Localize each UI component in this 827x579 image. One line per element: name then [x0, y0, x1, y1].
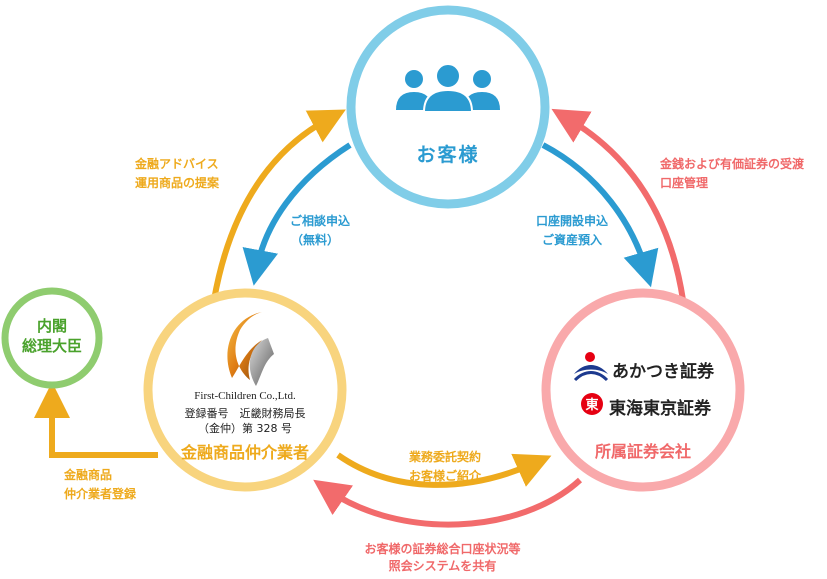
svg-text:東: 東 — [585, 397, 598, 413]
tokai-tokyo-logo-icon: 東 — [581, 393, 603, 415]
sharing-label-line2: 照会システムを共有 — [388, 559, 497, 573]
securities-title: 所属証券会社 — [594, 442, 691, 461]
akatsuki-brand-name: あかつき証券 — [612, 362, 714, 382]
account-arrow — [541, 142, 659, 288]
cabinet-circle — [1, 287, 103, 389]
custody-label-line2: 口座管理 — [660, 176, 709, 190]
customer-title: お客様 — [416, 144, 480, 166]
registration-arrow — [34, 382, 158, 458]
broker-registration-line1: 登録番号 近畿財務局長 — [184, 407, 306, 420]
broker-company-name: First-Children Co.,Ltd. — [194, 390, 296, 402]
outsourcing-label-line2: お客様ご紹介 — [408, 469, 481, 483]
consult-label-line2: （無料） — [290, 233, 339, 247]
broker-title: 金融商品仲介業者 — [180, 443, 309, 462]
securities-circle — [541, 288, 745, 492]
registration-label-line1: 金融商品 — [64, 468, 113, 482]
sharing-label-line1: お客様の証券総合口座状況等 — [364, 542, 521, 556]
broker-circle — [143, 288, 347, 492]
customers-icon — [396, 63, 500, 113]
cabinet-label-line2: 総理大臣 — [21, 337, 82, 355]
first-children-logo-icon — [227, 312, 274, 386]
consult-arrow — [242, 142, 352, 286]
custody-label-line1: 金銭および有価証券の受渡 — [660, 157, 805, 171]
akatsuki-logo-icon — [573, 352, 609, 382]
registration-label-line2: 仲介業者登録 — [64, 487, 137, 501]
advice-label-line2: 運用商品の提案 — [135, 176, 220, 190]
cabinet-label-line1: 内閣 — [36, 317, 67, 335]
consult-label-line1: ご相談申込 — [289, 214, 350, 228]
account-label-line1: 口座開設申込 — [535, 214, 608, 228]
advice-arrow — [211, 109, 346, 301]
account-label-line2: ご資産預入 — [541, 233, 602, 247]
outsourcing-label-line1: 業務委託契約 — [408, 450, 481, 464]
tokai-tokyo-brand-name: 東海東京証券 — [609, 399, 711, 419]
sharing-arrow — [313, 477, 583, 528]
custody-arrow — [551, 108, 686, 301]
broker-registration-line2: （金仲）第 328 号 — [198, 422, 292, 435]
advice-label-line1: 金融アドバイス — [135, 157, 219, 171]
outsourcing-arrow — [336, 452, 552, 488]
